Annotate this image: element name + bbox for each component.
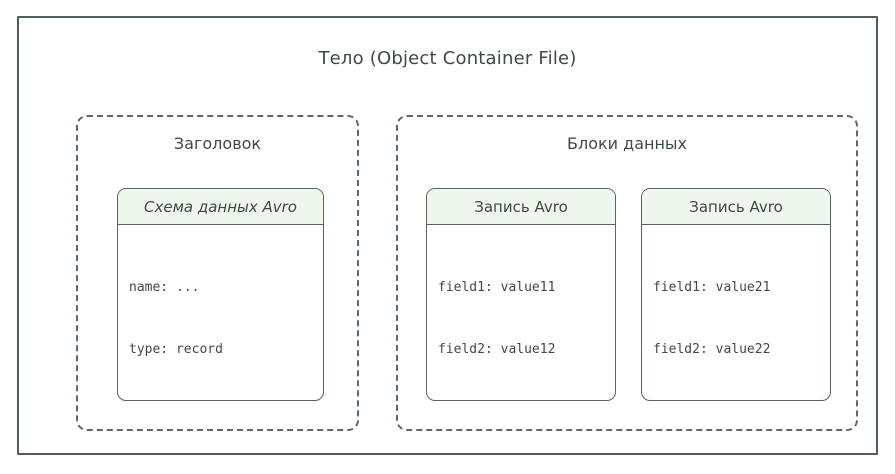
card-avro-schema-header: Схема данных Avro [118,189,323,225]
code-line: field2: value12 [438,341,556,357]
card-avro-record-1-header: Запись Avro [427,189,615,225]
card-avro-record-1-header-text: Запись Avro [474,197,568,216]
card-avro-schema-body: name: ... type: record field1: datatype1… [118,225,323,400]
code-line: field1: value11 [438,280,556,295]
group-data-blocks-section: Блоки данных Запись Avro field1: value11… [396,115,858,431]
code-line: field1: value21 [653,280,771,295]
card-avro-record-2-header: Запись Avro [642,189,830,225]
card-avro-record-1-body: field1: value11 field2: value12 ... [sys… [427,225,615,400]
code-line: type: record [129,341,223,357]
card-avro-record-1: Запись Avro field1: value11 field2: valu… [426,188,616,401]
object-container-file-frame: Тело (Object Container File) Заголовок С… [17,16,878,455]
code-line: field2: value22 [653,341,771,357]
code-line: name: ... [129,280,200,295]
card-avro-record-2-header-text: Запись Avro [689,197,783,216]
group-data-blocks-title: Блоки данных [566,134,688,153]
group-header-section: Заголовок Схема данных Avro name: ... ty… [76,115,359,431]
card-avro-record-2-body: field1: value21 field2: value22 ... [sys… [642,225,830,400]
card-avro-schema: Схема данных Avro name: ... type: record… [117,188,324,401]
card-avro-record-2: Запись Avro field1: value21 field2: valu… [641,188,831,401]
card-avro-schema-header-text: Схема данных Avro [143,197,297,216]
group-header-title: Заголовок [173,134,262,153]
diagram-title: Тело (Object Container File) [318,48,577,69]
